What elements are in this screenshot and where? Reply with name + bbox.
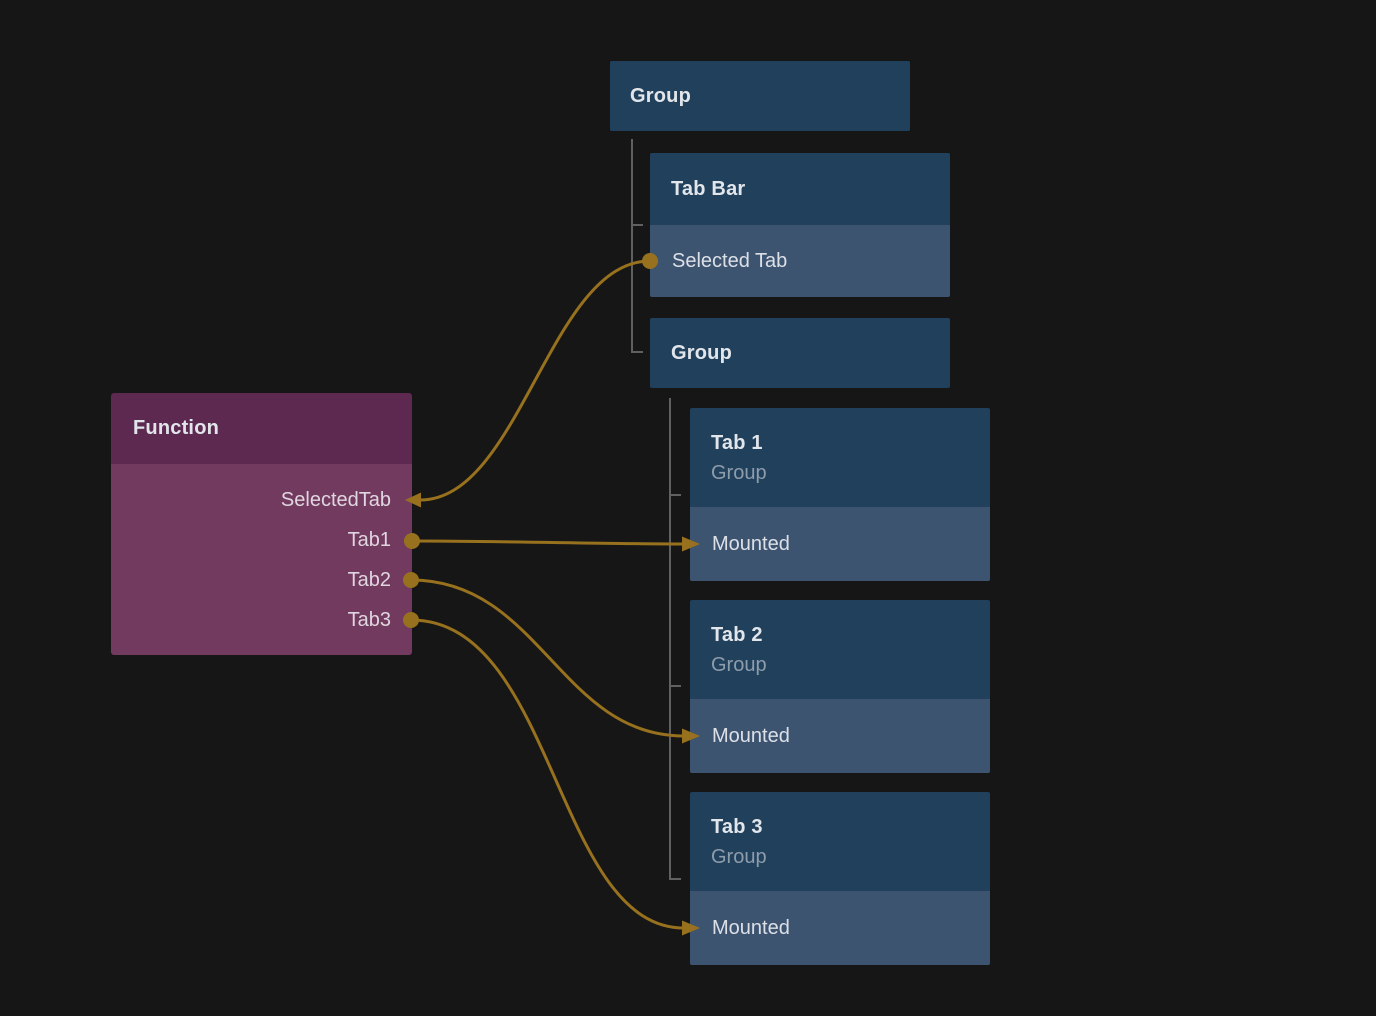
mounted-row-tab-3[interactable]: Mounted — [690, 891, 990, 965]
node-title: Tab 2 — [711, 623, 763, 646]
port-label: Tab1 — [347, 528, 391, 551]
wire-path[interactable] — [411, 539, 685, 546]
node-function-header: Function — [111, 393, 412, 464]
node-subtitle: Group — [711, 461, 767, 484]
node-group-inner[interactable]: Group — [650, 318, 950, 388]
node-tab-2[interactable]: Tab 2 Group Mounted — [690, 600, 990, 773]
node-subtitle: Group — [711, 653, 767, 676]
tree-lines — [631, 139, 681, 880]
arrowhead-into-mounted1-icon — [682, 536, 700, 552]
port-dot-tab1[interactable] — [404, 533, 420, 549]
selected-tab-row[interactable]: Selected Tab — [650, 225, 950, 297]
arrowhead-into-mounted2-icon — [682, 728, 700, 744]
port-dot-tab2[interactable] — [403, 572, 419, 588]
node-title: Tab Bar — [671, 177, 746, 200]
row-label: Mounted — [712, 532, 790, 555]
node-tab-1-header: Tab 1 Group — [690, 408, 990, 507]
node-tab-bar[interactable]: Tab Bar Selected Tab — [650, 153, 950, 297]
node-group-top[interactable]: Group — [610, 61, 910, 131]
node-function[interactable]: Function SelectedTab Tab1 Tab2 Tab3 — [111, 393, 412, 655]
node-title: Function — [133, 417, 220, 439]
node-title: Group — [630, 84, 691, 107]
port-label: Tab2 — [347, 568, 391, 591]
row-label: Selected Tab — [672, 249, 788, 272]
port-dot-tab3[interactable] — [403, 612, 419, 628]
arrowhead-into-mounted3-icon — [682, 920, 700, 936]
node-function-body: SelectedTab Tab1 Tab2 Tab3 — [111, 464, 412, 655]
node-group-top-header: Group — [610, 61, 910, 131]
wire-selected-tab-to-function[interactable] — [405, 253, 658, 508]
port-label: SelectedTab — [280, 488, 391, 511]
wire-path[interactable] — [419, 259, 651, 502]
node-tab-3[interactable]: Tab 3 Group Mounted — [690, 792, 990, 965]
wire-tab1-to-mounted1[interactable] — [404, 533, 700, 552]
function-port-tab2[interactable]: Tab2 — [111, 565, 412, 595]
wire-tab2-to-mounted2[interactable] — [403, 572, 700, 744]
function-port-tab1[interactable]: Tab1 — [111, 525, 412, 555]
node-tab-1[interactable]: Tab 1 Group Mounted — [690, 408, 990, 581]
node-tab-2-header: Tab 2 Group — [690, 600, 990, 699]
tree-line-group-inner — [669, 398, 681, 880]
row-label: Mounted — [712, 724, 790, 747]
node-title: Group — [671, 341, 732, 364]
port-label: Tab3 — [347, 608, 391, 631]
function-port-tab3[interactable]: Tab3 — [111, 605, 412, 635]
tree-line-group-top — [631, 139, 643, 353]
arrowhead-into-function-icon — [405, 492, 421, 508]
wire-tab3-to-mounted3[interactable] — [403, 612, 700, 936]
node-title: Tab 3 — [711, 815, 763, 838]
row-label: Mounted — [712, 916, 790, 939]
mounted-row-tab-2[interactable]: Mounted — [690, 699, 990, 773]
node-group-inner-header: Group — [650, 318, 950, 388]
node-tab-bar-header: Tab Bar — [650, 153, 950, 225]
node-tab-3-header: Tab 3 Group — [690, 792, 990, 891]
node-title: Tab 1 — [711, 431, 763, 454]
mounted-row-tab-1[interactable]: Mounted — [690, 507, 990, 581]
wire-path[interactable] — [410, 578, 685, 738]
node-subtitle: Group — [711, 845, 767, 868]
function-port-selectedtab[interactable]: SelectedTab — [111, 485, 412, 515]
port-dot-selected-tab[interactable] — [642, 253, 658, 269]
wire-path[interactable] — [410, 618, 685, 930]
